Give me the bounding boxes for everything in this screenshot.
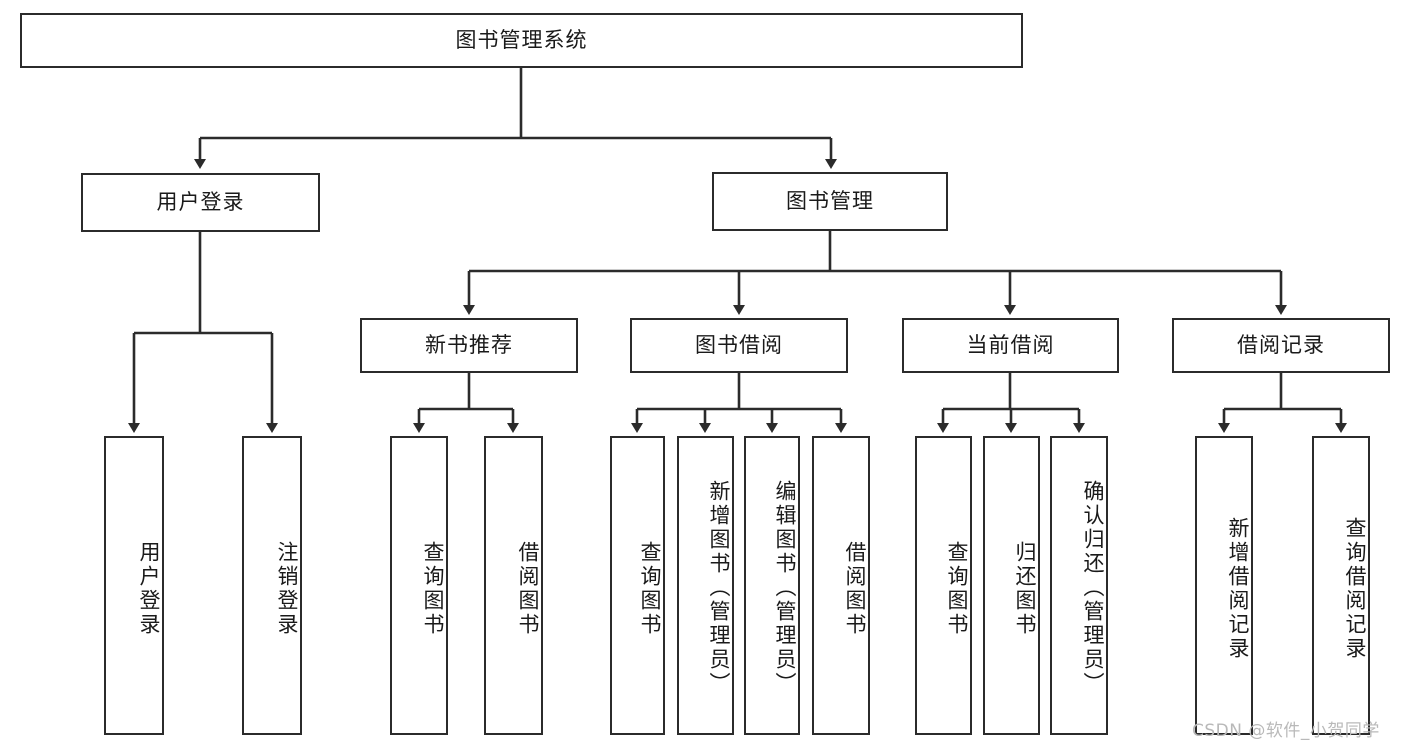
node-leaf-query-book-borrow[interactable]: 查询图书 — [610, 436, 665, 735]
node-book-borrow[interactable]: 图书借阅 — [630, 318, 848, 373]
node-leaf-user-login[interactable]: 用户登录 — [104, 436, 164, 735]
node-leaf-query-book-cur[interactable]: 查询图书 — [915, 436, 972, 735]
node-borrow-record[interactable]: 借阅记录 — [1172, 318, 1390, 373]
node-new-book-recommend[interactable]: 新书推荐 — [360, 318, 578, 373]
node-leaf-edit-book[interactable]: 编辑图书（管理员） — [744, 436, 800, 735]
node-leaf-confirm-return[interactable]: 确认归还（管理员） — [1050, 436, 1108, 735]
node-leaf-add-book[interactable]: 新增图书（管理员） — [677, 436, 734, 735]
node-leaf-query-book-rec[interactable]: 查询图书 — [390, 436, 448, 735]
node-user-login[interactable]: 用户登录 — [81, 173, 320, 232]
csdn-watermark: CSDN @软件_小贺同学 — [1192, 721, 1380, 741]
node-leaf-borrow-book-rec[interactable]: 借阅图书 — [484, 436, 543, 735]
node-leaf-query-record[interactable]: 查询借阅记录 — [1312, 436, 1370, 735]
node-current-borrow[interactable]: 当前借阅 — [902, 318, 1119, 373]
node-leaf-borrow-book[interactable]: 借阅图书 — [812, 436, 870, 735]
node-leaf-add-record[interactable]: 新增借阅记录 — [1195, 436, 1253, 735]
node-book-manage[interactable]: 图书管理 — [712, 172, 948, 231]
node-root[interactable]: 图书管理系统 — [20, 13, 1023, 68]
node-leaf-logout[interactable]: 注销登录 — [242, 436, 302, 735]
node-leaf-return-book[interactable]: 归还图书 — [983, 436, 1040, 735]
